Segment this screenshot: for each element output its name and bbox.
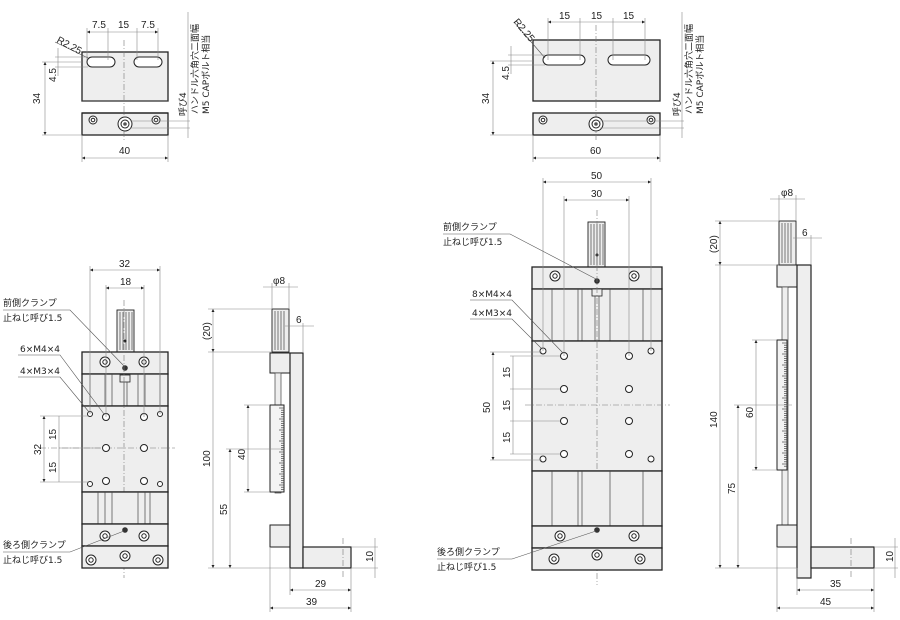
dim-knob-len: (20)	[202, 322, 213, 340]
dim-hole-span: 32	[33, 443, 44, 455]
dim-pitch-c: 15	[502, 431, 513, 443]
dim-knob-dia: φ8	[273, 276, 285, 287]
dim-inner: 30	[591, 189, 603, 200]
note-call: 呼び4	[672, 92, 683, 116]
front-clamp-label-1: 前側クランプ	[443, 221, 497, 233]
dim-width: 60	[590, 146, 602, 157]
tap-label-a: 6×M4×4	[20, 345, 60, 355]
rear-clamp-screw	[594, 527, 600, 533]
note-line2: M5 CAPボルト相当	[694, 35, 706, 114]
dim-knob-dia: φ8	[781, 188, 793, 199]
dim-slot-right: 15	[623, 11, 635, 22]
knob	[116, 309, 135, 353]
front-clamp-screw	[122, 365, 128, 371]
stage-plate	[81, 405, 169, 493]
rear-clamp-label-1: 後ろ側クランプ	[437, 546, 500, 558]
dim-base-t: 10	[365, 550, 376, 562]
dim-slot-mid: 15	[118, 20, 130, 31]
rear-clamp-label-1: 後ろ側クランプ	[3, 539, 66, 551]
note-line1: ハンドル六角穴二面幅	[683, 24, 695, 114]
dim-slot-offset: 4.5	[501, 66, 512, 80]
dim-total-h: 140	[709, 411, 720, 428]
dim-base-w: 35	[830, 579, 842, 590]
large-front-view: 50 30 前側クランプ 止ねじ呼び1.5 8×M4×4 4×M3×4 50 1…	[437, 171, 670, 585]
column	[289, 352, 304, 569]
base	[302, 546, 352, 569]
dim-radius: R2.25	[55, 35, 84, 57]
dim-slot-right: 7.5	[141, 20, 155, 31]
small-top-view: 7.5 15 7.5 R2.25 4.5 34 40 呼び4 ハンドル六角穴二面…	[32, 12, 212, 162]
dim-offset: 6	[802, 228, 808, 239]
rail	[81, 491, 169, 525]
dim-slot-left: 7.5	[92, 20, 106, 31]
dim-outer: 50	[591, 171, 603, 182]
tap-label-b: 4×M3×4	[472, 309, 512, 319]
small-side-view: φ8 6 (20) 100 40 55 10 29 39	[202, 276, 378, 612]
dim-pitch-b: 15	[48, 461, 59, 473]
dim-height: 34	[481, 92, 492, 104]
dim-pitch-a: 15	[48, 428, 59, 440]
dim-knob-len: (20)	[709, 235, 720, 253]
slot	[86, 56, 116, 68]
dim-slot-mid: 15	[591, 11, 603, 22]
note-line2: M5 CAPボルト相当	[200, 35, 212, 114]
note-line1: ハンドル六角穴二面幅	[189, 24, 201, 114]
slot	[607, 54, 651, 66]
dim-base-w: 29	[315, 579, 327, 590]
knob	[271, 308, 290, 353]
large-top-plate	[532, 39, 661, 102]
front-clamp-label-1: 前側クランプ	[3, 297, 57, 309]
dim-offset: 6	[296, 315, 302, 326]
tap-holes	[87, 411, 163, 487]
slot	[133, 56, 163, 68]
dim-center-h: 55	[219, 503, 230, 515]
front-clamp-label-2: 止ねじ呼び1.5	[3, 312, 62, 324]
column	[796, 264, 812, 579]
dim-scale-h: 40	[237, 448, 248, 460]
dim-outer: 32	[119, 259, 131, 270]
rear-clamp-screw	[122, 527, 128, 533]
dim-pitch-a: 15	[502, 366, 513, 378]
scale	[269, 404, 285, 493]
base	[810, 546, 875, 569]
rear-clamp-label-2: 止ねじ呼び1.5	[437, 561, 496, 573]
dim-base-t: 10	[885, 550, 896, 562]
dim-inner: 18	[120, 277, 132, 288]
rear-clamp-label-2: 止ねじ呼び1.5	[3, 554, 62, 566]
large-top-view: 15 15 15 R2.25 4.5 34 60 呼び4 ハンドル六角穴二面幅 …	[481, 11, 706, 162]
dim-total-h: 100	[202, 450, 213, 467]
dim-center-h: 75	[727, 482, 738, 494]
tap-label-b: 4×M3×4	[20, 367, 60, 377]
dim-height: 34	[32, 92, 43, 104]
dim-slot-offset: 4.5	[48, 68, 59, 82]
small-front-view: 32 18 前側クランプ 止ねじ呼び1.5 6×M4×4 4×M3×4 32 1…	[3, 259, 175, 578]
dim-total-w: 45	[820, 597, 832, 608]
dim-hole-span: 50	[482, 401, 493, 413]
tap-label-a: 8×M4×4	[472, 290, 512, 300]
front-clamp-label-2: 止ねじ呼び1.5	[443, 236, 502, 248]
knob	[587, 221, 606, 268]
dim-slot-left: 15	[559, 11, 571, 22]
rail	[531, 470, 663, 527]
knob	[778, 220, 797, 266]
large-side-view: φ8 6 (20) 140 60 75 10 35 45	[709, 188, 898, 612]
dim-scale-h: 60	[745, 406, 756, 418]
dim-pitch-b: 15	[502, 399, 513, 411]
dim-total-w: 39	[306, 597, 318, 608]
slot	[542, 54, 586, 66]
note-call: 呼び4	[178, 92, 189, 116]
dim-width: 40	[119, 146, 131, 157]
